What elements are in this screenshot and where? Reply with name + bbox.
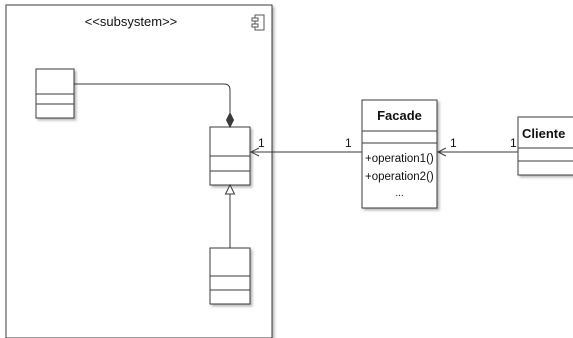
subsystem-class-c[interactable] [209,247,251,305]
facade-class[interactable]: Facade +operation1() +operation2() ... [361,99,438,209]
facade-name: Facade [377,108,422,123]
multiplicity-label: 1 [510,136,517,150]
subsystem-stereotype: <<subsystem>> [85,14,178,29]
navigability-arrow [436,147,447,157]
facade-operation: +operation1() [365,153,434,165]
facade-operation: +operation2() [365,171,434,183]
navigability-arrow [249,147,260,157]
cliente-class[interactable]: Cliente [517,116,573,176]
subsystem-class-b[interactable] [209,126,251,186]
generalization-connector [224,183,236,248]
multiplicity-label: 1 [345,136,352,150]
component-icon [251,14,265,31]
composition-connector [74,83,235,129]
multiplicity-label: 1 [258,136,265,150]
generalization-triangle [224,183,236,195]
multiplicity-label: 1 [450,136,457,150]
association-facade-subsystem: 1 1 [249,136,362,157]
association-cliente-facade: 1 1 [436,136,518,157]
composition-diamond [225,111,235,129]
facade-ellipsis: ... [395,188,403,199]
subsystem-class-a[interactable] [35,68,75,119]
cliente-name: Cliente [522,126,565,141]
